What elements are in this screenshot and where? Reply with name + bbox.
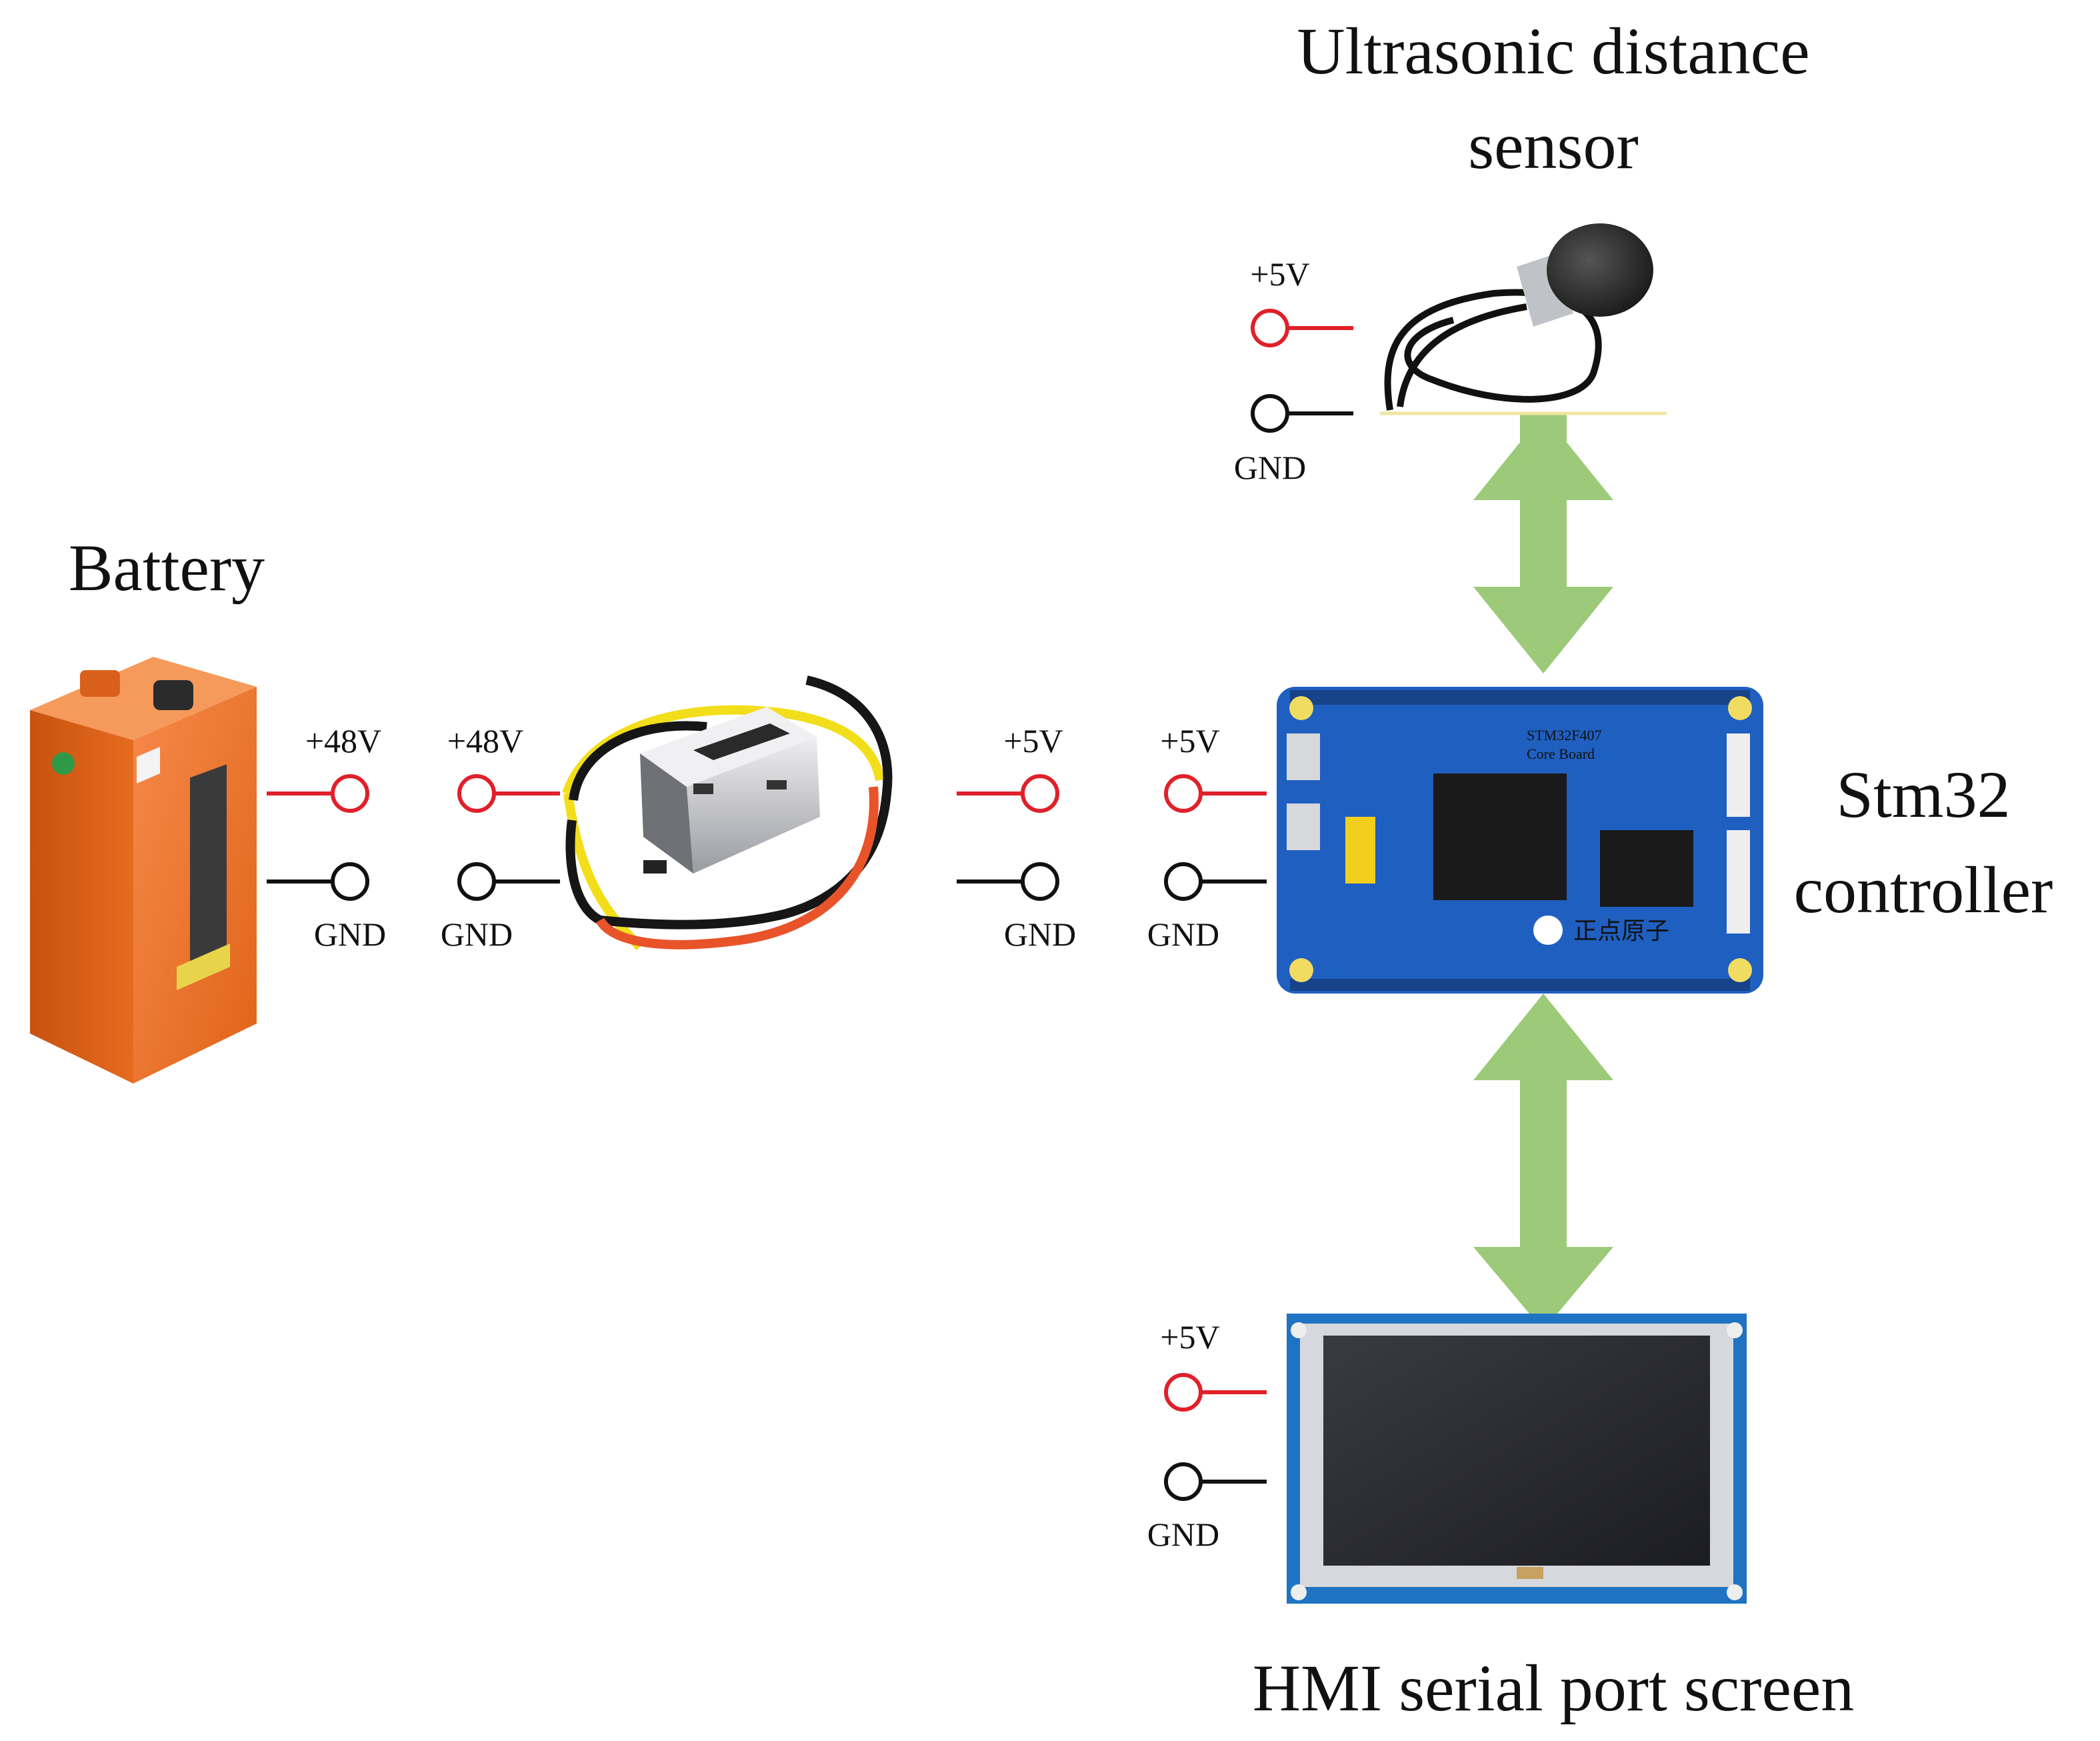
stm32-power-terminals: +5V GND: [1147, 722, 1267, 953]
sensor-controller-arrow: [1473, 413, 1613, 673]
converter-input-terminals: +48V GND: [441, 722, 560, 953]
battery-pack-icon: [30, 657, 257, 1084]
sensor-power-terminals: +5V GND: [1234, 255, 1353, 486]
converter-in-gnd-label: GND: [441, 916, 513, 953]
converter-out-pos-terminal: [1021, 774, 1059, 813]
lcd-screen-icon: [1287, 1314, 1747, 1604]
converter-out-gnd-terminal: [1021, 862, 1059, 901]
hmi-pos-label: +5V: [1160, 1318, 1219, 1356]
battery-gnd-label: GND: [314, 916, 386, 953]
stm32-pos-label: +5V: [1160, 722, 1219, 759]
board-chip-label: STM32F407: [1527, 727, 1601, 743]
board-name-label: Core Board: [1527, 745, 1595, 762]
hmi-pos-terminal: [1164, 1373, 1203, 1412]
hmi-gnd-label: GND: [1147, 1516, 1219, 1553]
battery-terminals: +48V GND: [267, 722, 386, 953]
converter-in-gnd-terminal: [457, 862, 496, 901]
hmi-gnd-terminal: [1164, 1462, 1203, 1501]
hmi-title: HMI serial port screen: [1253, 1651, 1854, 1725]
ultrasonic-sensor-title: Ultrasonic distance: [1297, 14, 1809, 88]
board-brand-label: 正点原子: [1573, 918, 1669, 944]
stm32-board-icon: STM32F407 Core Board 正点原子: [1277, 687, 1763, 994]
dc-dc-converter-icon: [562, 675, 893, 950]
ultrasonic-sensor-title-line2: sensor: [1468, 109, 1639, 183]
stm32-title-line2: controller: [1794, 853, 2053, 927]
battery-title: Battery: [69, 531, 265, 605]
sensor-pos-terminal: [1251, 309, 1289, 347]
battery-gnd-terminal: [331, 862, 369, 901]
converter-out-gnd-label: GND: [1004, 916, 1076, 953]
stm32-gnd-terminal: [1164, 862, 1203, 901]
sensor-gnd-label: GND: [1234, 449, 1306, 486]
converter-in-pos-label: +48V: [447, 722, 523, 759]
stm32-pos-terminal: [1164, 774, 1203, 813]
ultrasonic-sensor-icon: [1380, 223, 1667, 415]
stm32-gnd-label: GND: [1147, 916, 1219, 953]
hmi-power-terminals: +5V GND: [1147, 1318, 1267, 1553]
sensor-gnd-terminal: [1251, 394, 1289, 433]
battery-pos-terminal: [331, 774, 369, 813]
sensor-pos-label: +5V: [1250, 255, 1309, 293]
converter-output-terminals: +5V GND: [957, 722, 1076, 953]
controller-hmi-arrow: [1473, 994, 1613, 1330]
converter-out-pos-label: +5V: [1003, 722, 1063, 759]
stm32-title: Stm32: [1836, 757, 2010, 831]
converter-in-pos-terminal: [457, 774, 496, 813]
battery-pos-label: +48V: [305, 722, 381, 759]
